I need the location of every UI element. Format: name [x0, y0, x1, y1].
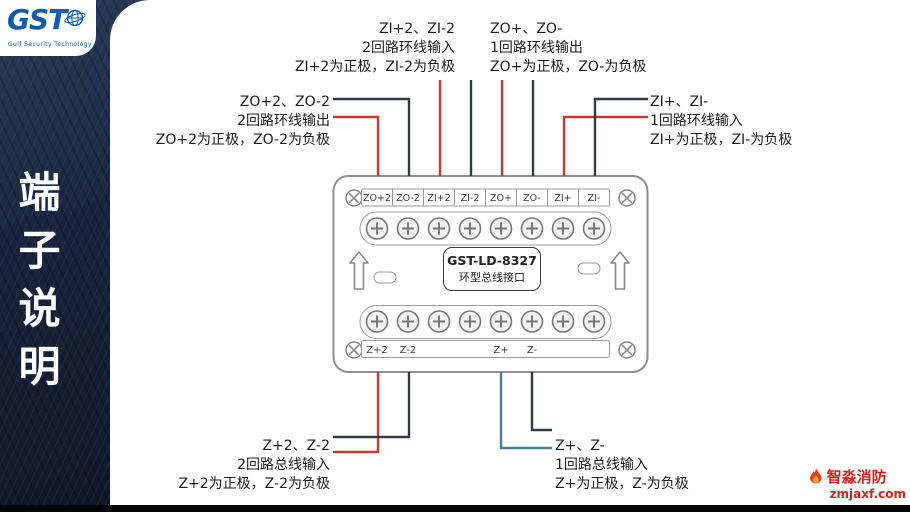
terminal-label: ZI- — [588, 193, 601, 204]
annotation-desc: 2回路环线输入 — [362, 40, 455, 56]
wire-zi-plus — [562, 115, 648, 176]
wire-z-plus-2 — [333, 372, 380, 454]
bottom-bar — [0, 505, 910, 512]
annotation-desc: 1回路总线输入 — [555, 457, 648, 473]
terminal-label: ZO+ — [490, 193, 512, 204]
annotation-terminals: Z+2、Z-2 — [262, 438, 330, 454]
wire-z-plus — [499, 372, 552, 450]
corner-screw-icon — [345, 341, 363, 359]
annotation-polarity: ZO+2为正极，ZO-2为负极 — [155, 132, 330, 148]
screw-terminal-icon — [520, 310, 544, 333]
screw-terminal-icon — [427, 217, 451, 240]
annotation-z: Z+、Z- 1回路总线输入 Z+为正极，Z-为负极 — [555, 437, 689, 494]
bottom-label-strip — [361, 340, 610, 358]
annotation-terminals: ZO+2、ZO-2 — [239, 94, 330, 110]
device-name: 环型总线接口 — [459, 271, 525, 284]
device-model: GST-LD-8327 — [447, 253, 537, 268]
sidebar-title: 端子说明 — [12, 170, 61, 402]
wire-zo-minus-2 — [333, 97, 411, 176]
watermark: 智淼消防 zmjaxf.com — [808, 466, 906, 501]
annotation-desc: 1回路环线输入 — [650, 113, 743, 129]
top-terminal-row — [359, 211, 612, 246]
globe-icon — [64, 9, 86, 27]
screw-terminal-icon — [396, 310, 420, 333]
screw-terminal-icon — [458, 310, 482, 333]
corner-screw-icon — [345, 189, 363, 207]
screw-terminal-icon — [489, 310, 513, 333]
screw-terminal-icon — [489, 217, 513, 240]
screw-terminal-icon — [458, 217, 482, 240]
annotation-polarity: ZI+2为正极，ZI-2为负极 — [294, 59, 455, 75]
wire-z-minus — [530, 372, 552, 432]
slot — [373, 271, 397, 284]
terminal-label: Z- — [527, 345, 538, 356]
wire-zi-minus — [593, 97, 648, 176]
wire-zo-plus-2 — [333, 115, 380, 176]
terminal-label: ZO-2 — [396, 193, 420, 204]
annotation-z2: Z+2、Z-2 2回路总线输入 Z+2为正极，Z-2为负极 — [178, 437, 330, 494]
slot — [577, 262, 601, 275]
screw-terminal-icon — [427, 310, 451, 333]
terminal-label: Z-2 — [400, 345, 417, 356]
annotation-desc: 1回路环线输出 — [490, 40, 583, 56]
corner-screw-icon — [618, 189, 636, 207]
terminal-label: ZI+ — [554, 193, 571, 204]
annotation-terminals: Z+、Z- — [555, 438, 605, 454]
annotation-polarity: ZO+为正极，ZO-为负极 — [490, 59, 647, 75]
terminal-label: ZI-2 — [461, 193, 480, 204]
screw-terminal-icon — [396, 217, 420, 240]
annotation-desc: 2回路环线输出 — [237, 113, 330, 129]
gst-logo: GST Gulf Security Technology — [0, 0, 96, 56]
terminal-label: ZO+2 — [363, 193, 391, 204]
annotation-terminals: ZI+、ZI- — [650, 94, 709, 110]
annotation-zi2: ZI+2、ZI-2 2回路环线输入 ZI+2为正极，ZI-2为负极 — [295, 20, 455, 77]
bottom-terminal-row — [359, 305, 612, 339]
terminal-label: ZO- — [523, 193, 541, 204]
screw-terminal-icon — [365, 217, 389, 240]
annotation-polarity: Z+2为正极，Z-2为负极 — [178, 476, 330, 492]
screw-terminal-icon — [365, 310, 389, 333]
annotation-polarity: ZI+为正极，ZI-为负极 — [650, 132, 793, 148]
annotation-terminals: ZI+2、ZI-2 — [378, 21, 455, 37]
gst-logo-text: GST — [7, 3, 67, 36]
annotation-zo2: ZO+2、ZO-2 2回路环线输出 ZO+2为正极，ZO-2为负极 — [156, 93, 330, 150]
terminal-label: Z+ — [493, 345, 508, 356]
annotation-terminals: ZO+、ZO- — [490, 21, 563, 37]
annotation-zo: ZO+、ZO- 1回路环线输出 ZO+为正极，ZO-为负极 — [490, 20, 646, 77]
screw-terminal-icon — [551, 217, 575, 240]
corner-screw-icon — [618, 341, 636, 359]
wire-z-minus-2 — [333, 372, 411, 439]
device-model-label: GST-LD-8327 环型总线接口 — [443, 247, 541, 291]
screw-terminal-icon — [582, 217, 606, 240]
watermark-site: zmjaxf.com — [829, 487, 906, 501]
screw-terminal-icon — [551, 310, 575, 333]
annotation-zi: ZI+、ZI- 1回路环线输入 ZI+为正极，ZI-为负极 — [650, 93, 792, 150]
terminal-label: Z+2 — [366, 345, 388, 356]
screw-terminal-icon — [582, 310, 606, 333]
annotation-polarity: Z+为正极，Z-为负极 — [555, 476, 689, 492]
annotation-desc: 2回路总线输入 — [237, 457, 330, 473]
flame-icon — [809, 467, 822, 484]
watermark-brand: 智淼消防 — [826, 468, 887, 486]
screw-terminal-icon — [520, 217, 544, 240]
terminal-label: ZI+2 — [427, 193, 450, 204]
gst-logo-subtext: Gulf Security Technology — [8, 41, 92, 48]
